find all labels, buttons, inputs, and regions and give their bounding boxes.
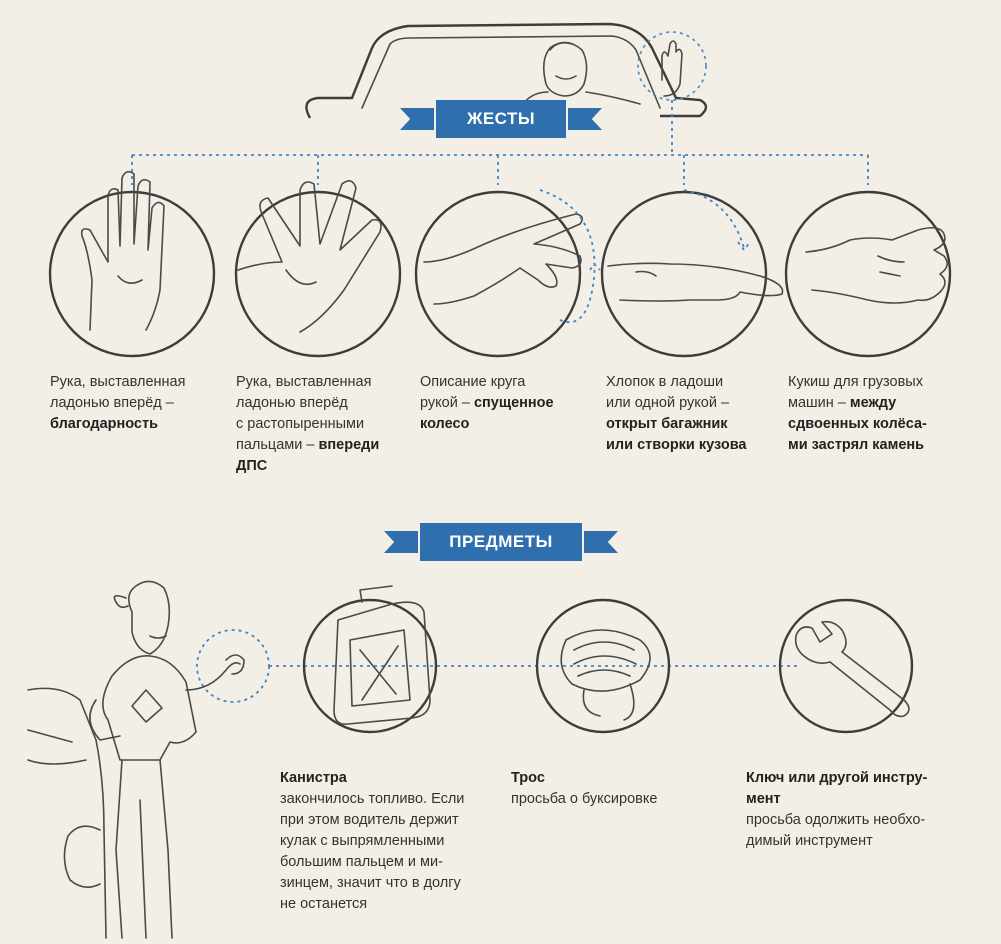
- caption-meaning: или створки кузова: [606, 437, 747, 453]
- caption-line: пальцами –: [236, 437, 315, 453]
- gesture-caption-1: Рука, выставленная ладонью вперёд – благ…: [50, 372, 185, 435]
- caption-meaning: благодарность: [50, 416, 159, 432]
- caption-line: ладонью вперёд –: [50, 395, 174, 411]
- man-illustration: [27, 580, 245, 939]
- gestures-connector: [131, 100, 869, 185]
- gesture-caption-4: Хлопок в ладоши или одной рукой – открыт…: [606, 372, 747, 456]
- caption-meaning: сдвоенных колёса-: [788, 416, 927, 432]
- caption-line: Кукиш для грузовых: [788, 374, 923, 390]
- caption-line: закончилось топливо. Если: [280, 791, 465, 807]
- clapping-hand-icon: [607, 262, 784, 302]
- gesture-circle-2: [234, 180, 402, 358]
- caption-meaning: впереди: [318, 437, 380, 453]
- item-caption-rope: Трос просьба о буксировке: [511, 768, 657, 810]
- item-title: Ключ или другой инстру-: [746, 770, 928, 786]
- caption-line: не останется: [280, 896, 368, 912]
- items-ribbon: ПРЕДМЕТЫ: [384, 523, 618, 561]
- caption-meaning: ДПС: [236, 458, 268, 474]
- fig-fist-icon: [805, 226, 948, 304]
- item-title: Канистра: [280, 770, 347, 786]
- item-caption-wrench: Ключ или другой инстру- мент просьба одо…: [746, 768, 927, 852]
- caption-line: Рука, выставленная: [236, 374, 372, 390]
- tow-rope-icon: [560, 629, 651, 692]
- caption-line: машин –: [788, 395, 846, 411]
- item-title: Трос: [511, 770, 545, 786]
- caption-meaning: между: [849, 395, 897, 411]
- caption-line: или одной рукой –: [606, 395, 730, 411]
- item-caption-canister: Канистра закончилось топливо. Если при э…: [280, 768, 464, 915]
- caption-meaning: спущенное: [473, 395, 554, 411]
- item-circle-rope: [535, 598, 671, 734]
- caption-line: большим пальцем и ми-: [280, 854, 443, 870]
- jerrycan-icon: [333, 601, 431, 726]
- item-circle-canister: [302, 585, 438, 734]
- items-connector: [196, 629, 800, 703]
- gesture-circle-1: [48, 170, 216, 358]
- gesture-caption-2: Рука, выставленная ладонью вперёд с раст…: [236, 372, 379, 477]
- caption-line: Описание круга: [420, 374, 526, 390]
- caption-line: с растопыренными: [236, 416, 365, 432]
- caption-line: при этом водитель держит: [280, 812, 459, 828]
- wrench-icon: [794, 620, 910, 718]
- caption-meaning: открыт багажник: [606, 416, 728, 432]
- gestures-title: ЖЕСТЫ: [436, 100, 566, 138]
- caption-line: кулак с выпрямленными: [280, 833, 445, 849]
- caption-line: димый инструмент: [746, 833, 873, 849]
- gesture-circle-5: [784, 190, 952, 358]
- gestures-ribbon: ЖЕСТЫ: [400, 100, 602, 138]
- caption-line: Хлопок в ладоши: [606, 374, 724, 390]
- gesture-circle-3: [414, 189, 601, 358]
- caption-line: просьба о буксировке: [511, 791, 658, 807]
- caption-line: Рука, выставленная: [50, 374, 186, 390]
- caption-line: рукой –: [420, 395, 470, 411]
- gesture-caption-3: Описание круга рукой – спущенное колесо: [420, 372, 554, 435]
- caption-line: просьба одолжить необхо-: [746, 812, 926, 828]
- caption-meaning: ми застрял камень: [788, 437, 925, 453]
- items-title: ПРЕДМЕТЫ: [420, 523, 582, 561]
- gesture-caption-5: Кукиш для грузовых машин – между сдвоенн…: [788, 372, 927, 456]
- circling-hand-icon: [423, 213, 584, 305]
- item-title: мент: [746, 791, 781, 807]
- caption-meaning: колесо: [420, 416, 470, 432]
- spread-fingers-hand-icon: [237, 180, 382, 333]
- gesture-circle-4: [600, 189, 784, 358]
- caption-line: ладонью вперёд: [236, 395, 348, 411]
- palm-hand-icon: [80, 170, 165, 331]
- caption-line: зинцем, значит что в долгу: [280, 875, 461, 891]
- item-circle-wrench: [778, 598, 914, 734]
